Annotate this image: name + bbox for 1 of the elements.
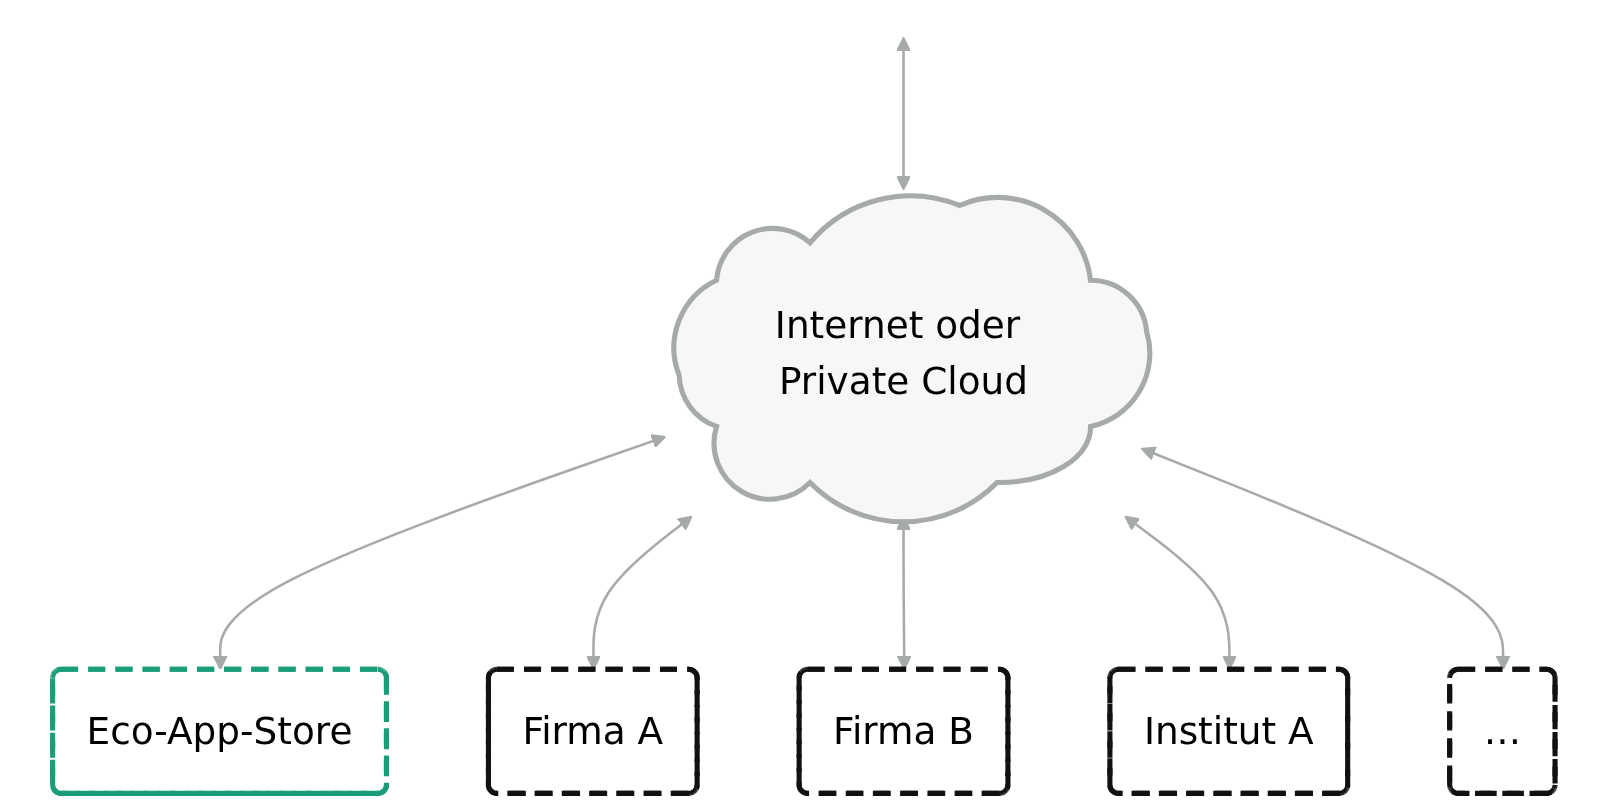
arrow (896, 36, 912, 191)
